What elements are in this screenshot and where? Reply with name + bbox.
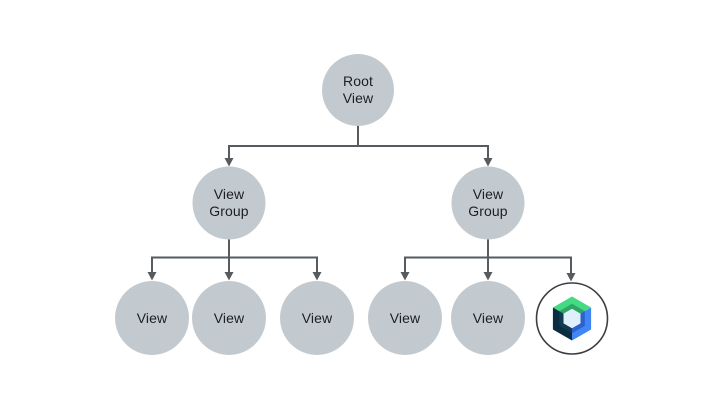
node-circle-view-3 (280, 281, 354, 355)
node-label-view-4: View (389, 309, 421, 326)
jetpack-compose-icon (552, 296, 592, 341)
arrowhead-icon (400, 272, 410, 281)
node-label-view-group-right: View Group (468, 186, 508, 219)
node-label-view-1: View (136, 309, 168, 326)
compose-logo-center-hexagon (563, 308, 581, 329)
arrowhead-icon (483, 158, 493, 167)
arrowhead-icon (147, 272, 157, 281)
connector-level2-left (151, 256, 318, 273)
connector-level1 (228, 145, 489, 159)
connector-arrowheads (147, 158, 576, 282)
node-circle-view-2 (192, 281, 266, 355)
arrowhead-icon (483, 272, 493, 281)
arrowhead-icon (224, 158, 234, 167)
node-circle-view-group-right (451, 166, 525, 240)
node-circle-view-5 (451, 281, 525, 355)
node-label-view-2: View (213, 309, 245, 326)
node-circle-root-view (322, 54, 394, 126)
arrowhead-icon (224, 272, 234, 281)
node-label-view-group-left: View Group (209, 186, 249, 219)
arrowhead-icon (312, 272, 322, 281)
connector-level2-right (404, 256, 572, 273)
connector-lines (151, 125, 572, 273)
node-label-view-3: View (301, 309, 333, 326)
node-circle-view-group-left (192, 166, 266, 240)
node-circles (115, 54, 609, 355)
node-circle-view-4 (368, 281, 442, 355)
node-label-root-view: Root View (342, 73, 374, 106)
node-label-view-5: View (472, 309, 504, 326)
node-circle-view-1 (115, 281, 189, 355)
arrowhead-icon (566, 273, 576, 282)
